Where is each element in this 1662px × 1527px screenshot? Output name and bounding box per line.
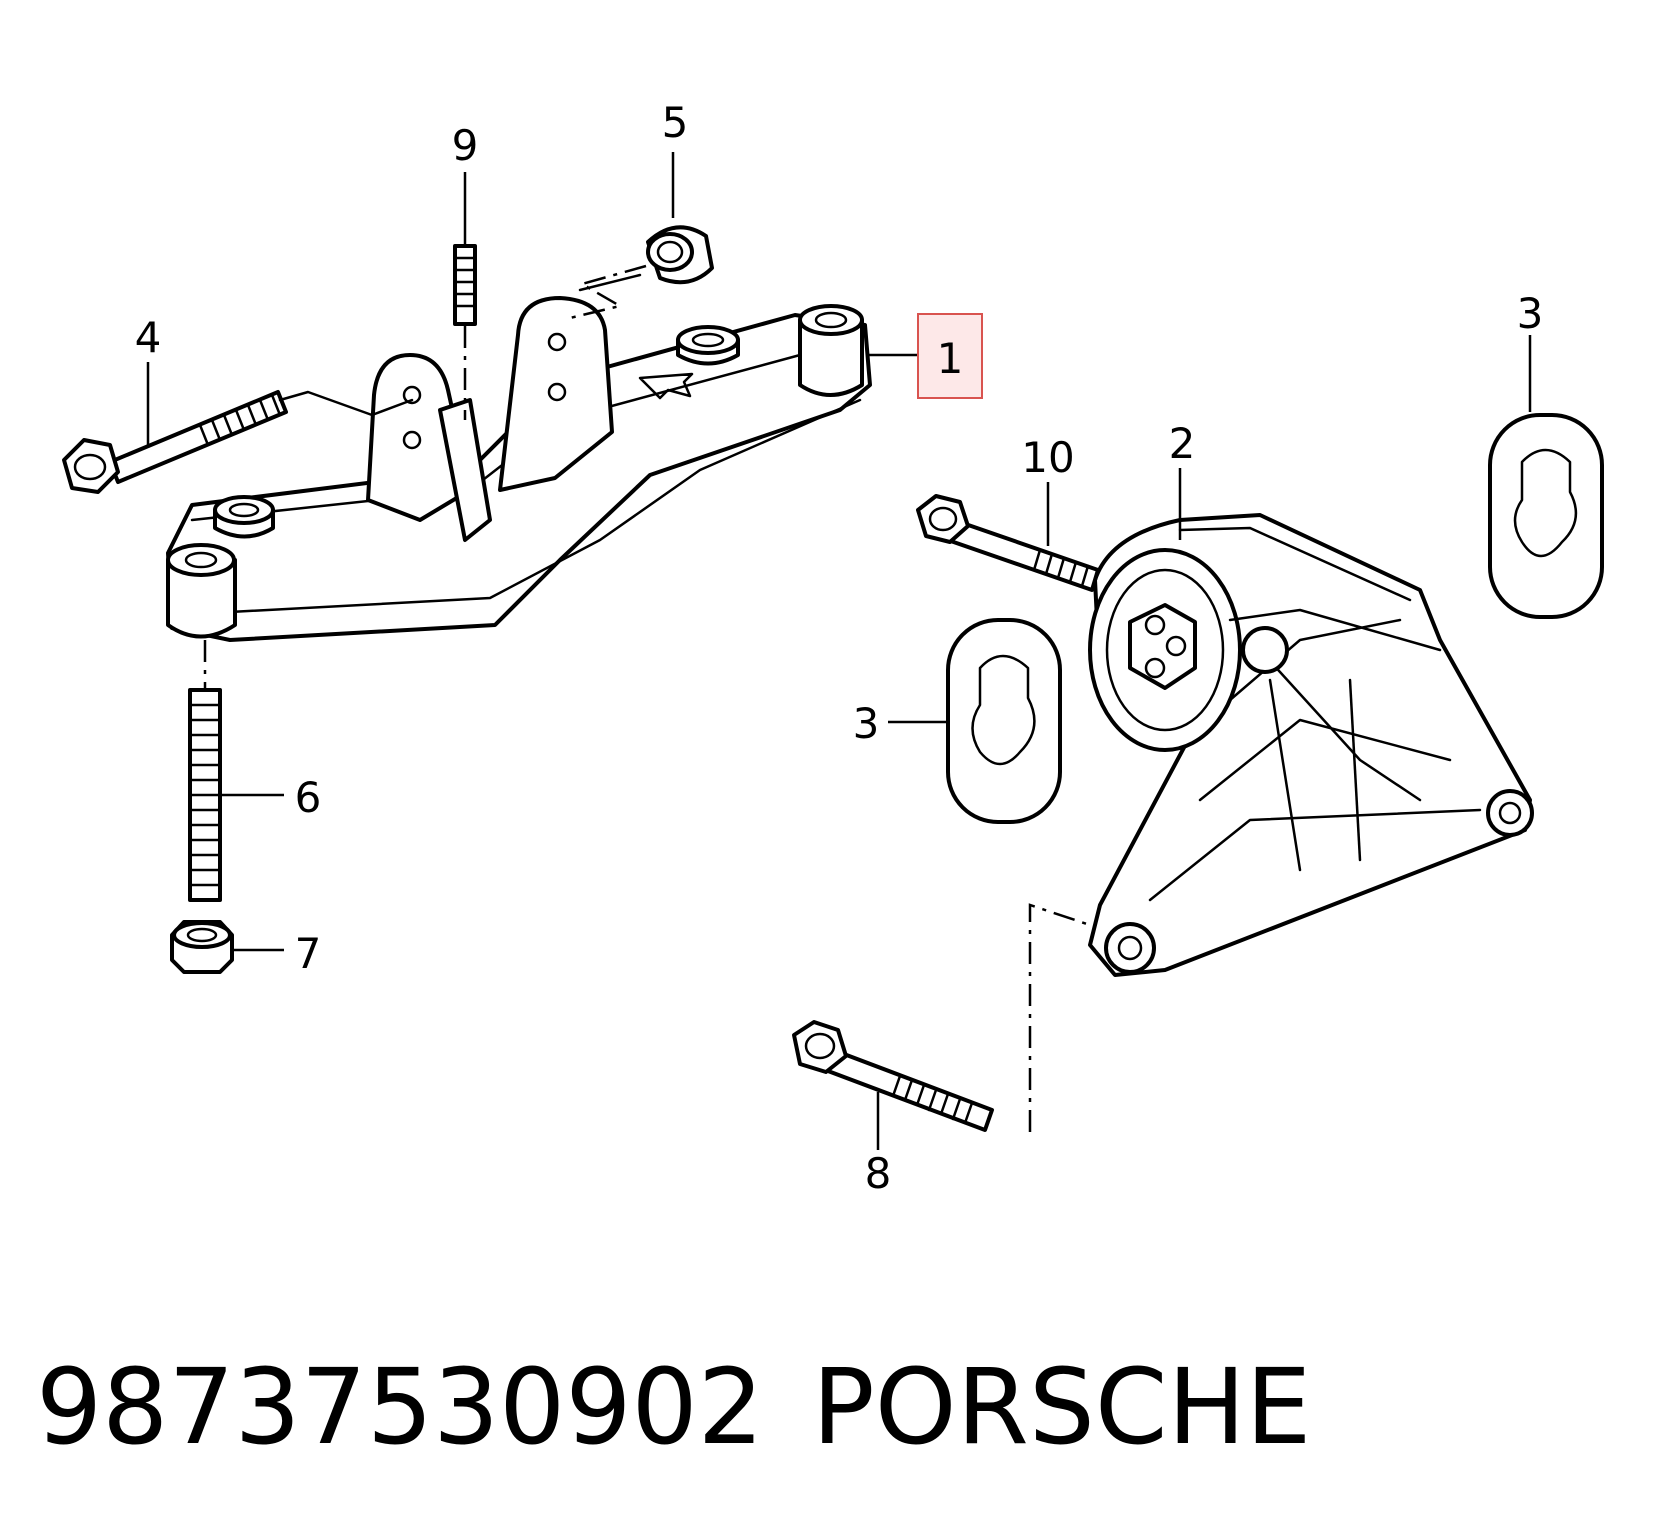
bolt-8[interactable] xyxy=(792,1020,994,1132)
assembly-lines xyxy=(203,264,1091,1132)
bolt-10[interactable] xyxy=(916,494,1100,592)
callout-7[interactable]: 7 xyxy=(295,929,322,978)
callout-2[interactable]: 2 xyxy=(1169,419,1196,468)
brand-name: PORSCHE xyxy=(812,1346,1312,1468)
bushing-left-rear xyxy=(213,495,275,539)
bushing-right-rear xyxy=(676,325,740,366)
engine-mount[interactable] xyxy=(1088,513,1534,977)
leader-lines xyxy=(146,152,1532,1150)
stud-6[interactable] xyxy=(188,688,222,902)
callout-9[interactable]: 9 xyxy=(452,121,479,170)
spacer-plate-left[interactable] xyxy=(946,618,1062,824)
callout-3-right[interactable]: 3 xyxy=(1517,289,1544,338)
spacer-plate-right[interactable] xyxy=(1488,413,1604,619)
part-number: 98737530902 xyxy=(36,1346,764,1468)
stud-9[interactable] xyxy=(453,244,477,326)
callout-3-left[interactable]: 3 xyxy=(853,699,880,748)
bushing-right-front xyxy=(798,304,864,397)
callout-6[interactable]: 6 xyxy=(295,773,322,822)
bushing-left-front xyxy=(166,543,237,639)
callout-4[interactable]: 4 xyxy=(135,313,162,362)
nut-7[interactable] xyxy=(170,920,234,974)
flange-nut-5[interactable] xyxy=(646,225,714,285)
bolt-4[interactable] xyxy=(62,390,288,494)
callout-5[interactable]: 5 xyxy=(662,98,689,147)
callout-1[interactable]: 1 xyxy=(937,334,964,383)
crossmember-bracket[interactable] xyxy=(166,296,872,642)
callout-10[interactable]: 10 xyxy=(1021,433,1074,482)
callout-1-highlight xyxy=(917,313,983,399)
callout-labels: 1 2 3 3 4 5 6 7 8 9 10 xyxy=(135,98,1544,1198)
callout-8[interactable]: 8 xyxy=(865,1149,892,1198)
